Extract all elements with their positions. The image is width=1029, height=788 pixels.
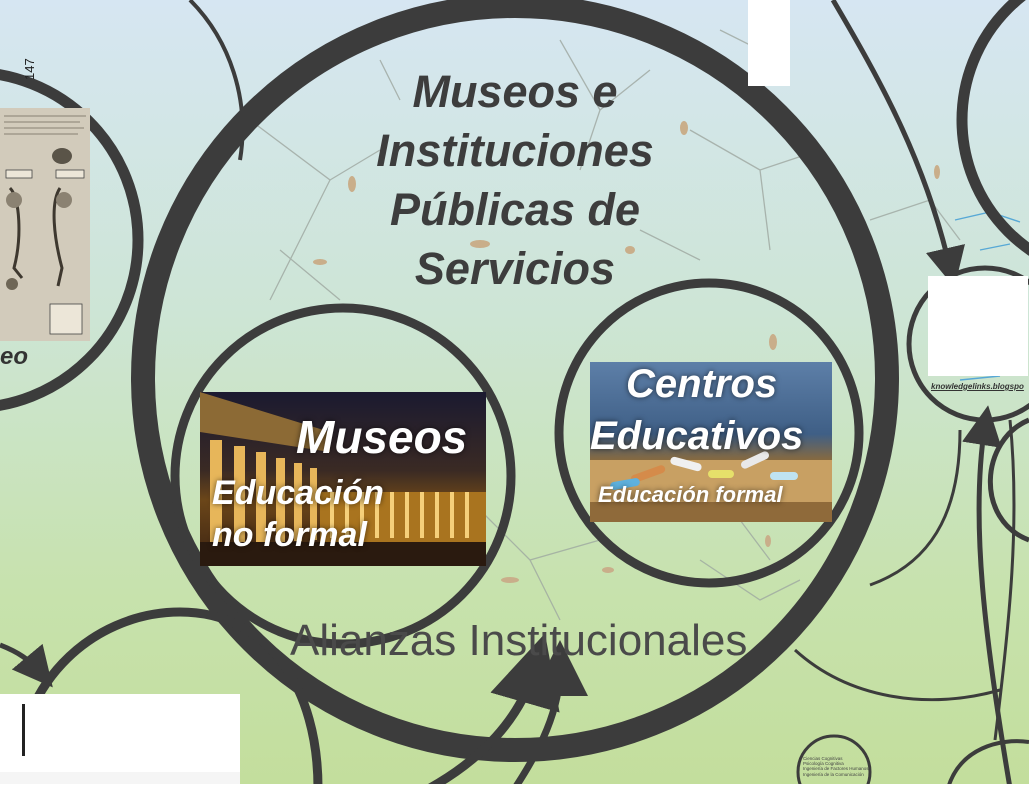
text-cursor-icon [22,704,25,756]
centros-title-line1: Centros [626,362,778,406]
museos-circle [170,303,516,649]
bottom-right-small-circle [796,734,872,788]
tiny-list-item: Ingeniería de Factores Humanos [803,766,869,772]
museos-title: Museos [296,411,468,463]
right-connector [869,429,962,587]
bottom-right-arc [946,739,1029,788]
museum-columns-image [200,392,486,566]
arrow-bottom-left [0,642,53,688]
museos-subtitle-line1: Educación [212,474,384,512]
centros-circle [554,278,864,588]
bottom-strip [0,784,1029,788]
arrow-top-right [830,0,965,288]
tiny-list-item: Ingeniería de la Comunicación [803,771,864,777]
tiny-list-item: Psicología Cognitiva [803,761,844,767]
tiny-list-item: Ciencias Cognitivas [803,756,843,761]
centros-subtitle: Educación formal [598,482,783,507]
bottom-left-white-patch [0,694,240,788]
chalk-board-image [590,451,832,522]
historical-engraving-image [0,108,90,341]
left-circle [0,69,144,411]
blog-link[interactable]: knowledgelinks.blogspo [931,382,1024,391]
centros-title-line2: Educativos [590,414,804,458]
left-word-fragment: eo [0,343,29,370]
top-white-patch [748,0,790,86]
arrow-right-up [962,405,1013,788]
centros-card[interactable]: Centros Educativos Educación formal [590,362,832,522]
main-circle [131,0,899,762]
arrow-bottom-1 [427,633,560,788]
main-title: Museos e Instituciones Públicas de Servi… [376,66,654,294]
right-white-patch [928,276,1028,376]
twig-decoration [249,29,961,621]
arrow-bottom-2 [512,640,588,788]
museos-card[interactable]: Museos Educación no formal [200,392,486,566]
left-number: 147 [22,58,37,80]
museos-subtitle-line2: no formal [212,516,367,554]
alianzas-label: Alianzas Institucionales [290,616,748,665]
arrow-right-up-2 [993,419,1016,741]
tiny-list: Ciencias Cognitivas Psicología Cognitiva… [803,756,869,777]
top-right-circle [956,0,1029,256]
right-mid-arc [987,417,1029,543]
bottom-right-arc-2 [793,648,1001,702]
